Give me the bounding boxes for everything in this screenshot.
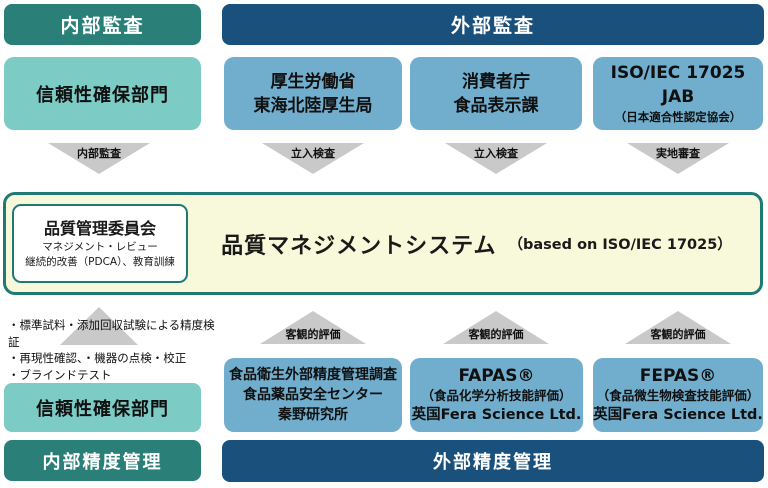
auditor-line: ISO/IEC 17025	[610, 63, 746, 83]
internal-audit-header: 内部監査	[4, 4, 201, 45]
committee-title: 品質管理委員会	[43, 218, 156, 238]
bullet-item: ・ブラインドテスト	[8, 367, 112, 382]
fepas-box: FEPAS® （食品微生物検査技能評価） 英国Fera Science Ltd.	[593, 358, 763, 432]
external-qc-header: 外部精度管理	[222, 440, 764, 482]
onsite-inspection-down-arrow-icon: 立入検査	[445, 143, 547, 174]
objective-evaluation-up-arrow-icon: 客観的評価	[625, 311, 731, 344]
objective-evaluation-up-arrow-icon: 客観的評価	[260, 311, 366, 344]
qms-title-row: 品質マネジメントシステム （based on ISO/IEC 17025）	[190, 192, 763, 295]
auditor-line: 東海北陸厚生局	[253, 95, 373, 116]
internal-audit-down-arrow-icon: 内部監査	[48, 143, 150, 174]
reliability-assurance-dept-top-box: 信頼性確保部門	[4, 57, 201, 130]
provider-line: （食品微生物検査技能評価）	[596, 388, 760, 403]
provider-line: （食品化学分析技能評価）	[421, 388, 572, 403]
provider-line: 食品衛生外部精度管理調査	[229, 367, 397, 383]
iso-jab-box: ISO/IEC 17025 JAB （日本適合性認定協会）	[593, 57, 763, 130]
arrow-label: 客観的評価	[468, 328, 524, 341]
onsite-assessment-down-arrow-icon: 実地審査	[627, 143, 729, 174]
bullet-item: ・再現性確認、・機器の点検・校正	[8, 351, 187, 365]
arrow-label: 客観的評価	[285, 328, 341, 341]
onsite-inspection-down-arrow-icon: 立入検査	[262, 143, 364, 174]
objective-evaluation-up-arrow-icon: 客観的評価	[443, 311, 549, 344]
provider-line: FAPAS®	[458, 366, 535, 386]
arrow-label: 客観的評価	[650, 328, 706, 341]
provider-line: 英国Fera Science Ltd.	[593, 407, 763, 423]
arrow-label: 内部監査	[77, 147, 121, 160]
provider-line: FEPAS®	[639, 366, 717, 386]
auditor-line: 厚生労働省	[270, 71, 356, 92]
provider-line: 英国Fera Science Ltd.	[411, 407, 582, 423]
auditor-line: 消費者庁	[462, 71, 530, 92]
auditor-line: （日本適合性認定協会）	[614, 110, 742, 124]
arrow-label: 立入検査	[291, 147, 335, 160]
consumer-affairs-agency-box: 消費者庁 食品表示課	[410, 57, 582, 130]
provider-line: 秦野研究所	[278, 407, 348, 423]
committee-line: 継続的改善（PDCA）、教育訓練	[25, 255, 175, 268]
auditor-line: 食品表示課	[453, 95, 539, 116]
internal-qc-bullet-list: ・標準試料・添加回収試験による精度検証 ・再現性確認、・機器の点検・校正 ・ブラ…	[8, 317, 226, 383]
food-hygiene-eqa-box: 食品衛生外部精度管理調査 食品薬品安全センター 秦野研究所	[224, 358, 402, 432]
bullet-item: ・標準試料・添加回収試験による精度検証	[8, 318, 215, 349]
reliability-assurance-dept-bottom-box: 信頼性確保部門	[4, 383, 201, 432]
external-audit-header: 外部監査	[222, 4, 764, 45]
mhlw-tokai-hokuriku-box: 厚生労働省 東海北陸厚生局	[224, 57, 402, 130]
auditor-line: JAB	[661, 87, 695, 107]
provider-line: 食品薬品安全センター	[243, 387, 383, 403]
qms-title: 品質マネジメントシステム	[221, 233, 497, 259]
arrow-label: 実地審査	[656, 147, 700, 160]
fapas-box: FAPAS® （食品化学分析技能評価） 英国Fera Science Ltd.	[410, 358, 583, 432]
arrow-label: 立入検査	[474, 147, 518, 160]
quality-committee-box: 品質管理委員会 マネジメント・レビュー 継続的改善（PDCA）、教育訓練	[12, 204, 188, 283]
committee-line: マネジメント・レビュー	[42, 240, 158, 253]
qms-subtitle: （based on ISO/IEC 17025）	[508, 237, 732, 253]
internal-qc-header: 内部精度管理	[4, 440, 201, 481]
